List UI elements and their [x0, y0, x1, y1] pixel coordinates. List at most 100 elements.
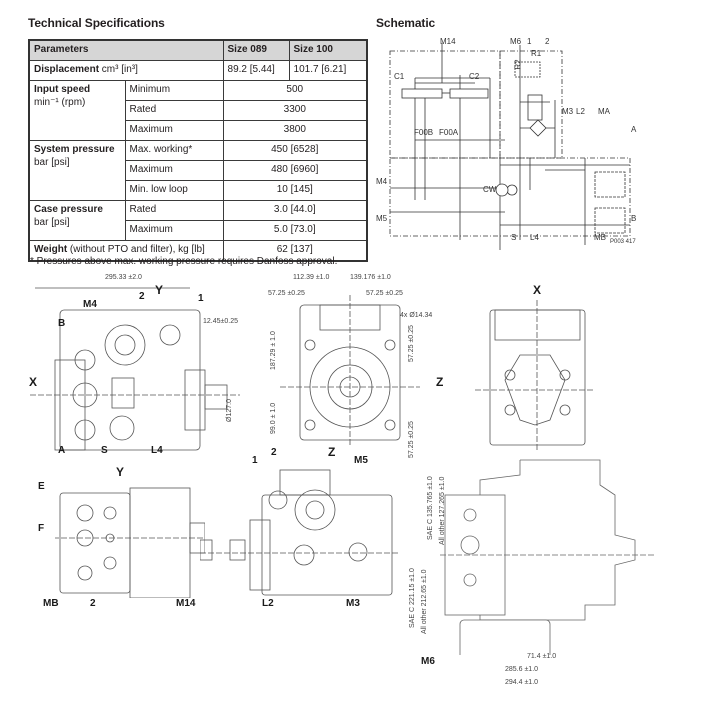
case-pressure-unit: bar [psi] [34, 217, 70, 228]
dim-left-2: 57.25 ±0.25 [268, 290, 305, 297]
header-size-100: Size 100 [288, 39, 368, 61]
schematic-label-m6: M6 [510, 37, 522, 46]
technical-specifications-heading: Technical Specifications [28, 16, 165, 30]
schematic-label-f00a: F00A [439, 128, 459, 137]
dim-all-other-1: All other 127.265 ±1.0 [439, 476, 446, 545]
schematic-label-m4: M4 [376, 177, 388, 186]
header-size-089: Size 089 [222, 39, 290, 61]
weight-label: Weight [34, 244, 68, 255]
port-label-m4: M4 [83, 299, 97, 310]
view-arrow-z: Z [436, 375, 444, 389]
schematic-label-m3: M3 [562, 107, 574, 116]
dim-vertical-1: 57.25 ±0.25 [408, 325, 415, 362]
row-value: 500 [222, 80, 368, 101]
row-name: Min. low loop [124, 180, 224, 201]
pump-opposite-side-view-drawing [200, 469, 400, 596]
schematic-label-r1: R1 [531, 49, 542, 58]
schematic-label-mb: MB [594, 233, 606, 242]
schematic-label-c2: C2 [469, 72, 480, 81]
system-pressure-unit: bar [psi] [34, 157, 70, 168]
input-speed-unit: min⁻¹ (rpm) [34, 97, 86, 108]
schematic-figure-id: P003 417 [610, 239, 636, 245]
row-value: 3.0 [44.0] [222, 200, 368, 221]
dim-height-top: 187.29 ± 1.0 [270, 331, 277, 370]
dim-width: 295.33 ±2.0 [105, 274, 142, 281]
view-arrow-y: Y [155, 283, 164, 297]
port-label-m14: M14 [176, 598, 196, 609]
table-row: Rated 3300 [29, 100, 368, 121]
port-label-1: 1 [198, 293, 204, 304]
view-arrow-x: X [29, 375, 38, 389]
dim-sae-c-2: SAE C 221.15 ±1.0 [409, 568, 416, 628]
table-row: Maximum 3800 [29, 120, 368, 141]
table-row: Min. low loop 10 [145] [29, 180, 368, 201]
row-value: 480 [6960] [222, 160, 368, 181]
row-name: Rated [124, 100, 224, 121]
schematic-label-c1: C1 [394, 72, 405, 81]
row-value: 3800 [222, 120, 368, 141]
row-value: 5.0 [73.0] [222, 220, 368, 241]
port-label-m6: M6 [421, 656, 435, 667]
schematic-label-m5: M5 [376, 214, 388, 223]
pump-with-filter-view-drawing [440, 459, 655, 655]
schematic-label-ma: MA [598, 107, 610, 116]
table-row-displacement: Displacement cm³ [in³] 89.2 [5.44] 101.7… [28, 60, 368, 81]
displacement-label: Displacement [34, 64, 100, 75]
row-name: Maximum [124, 160, 224, 181]
table-row: Input speed min⁻¹ (rpm) Minimum 500 [28, 80, 368, 141]
dim-right-2: 57.25 ±0.25 [366, 290, 403, 297]
dim-right: 139.176 ±1.0 [350, 274, 391, 281]
table-row: Maximum 5.0 [73.0] [29, 220, 368, 241]
displacement-size-100: 101.7 [6.21] [288, 60, 368, 81]
port-label-l4: L4 [151, 445, 163, 456]
pump-top-view-drawing [55, 487, 205, 598]
table-header-row: Parameters Size 089 Size 100 [28, 39, 368, 61]
row-name: Minimum [124, 80, 224, 101]
row-value: 3300 [222, 100, 368, 121]
displacement-size-089: 89.2 [5.44] [222, 60, 290, 81]
dim-offset: 12.45±0.25 [203, 318, 238, 325]
dim-71-4: 71.4 ±1.0 [527, 653, 557, 660]
port-label-m3: M3 [346, 598, 360, 609]
dim-left: 112.39 ±1.0 [293, 274, 330, 281]
dim-285-6: 285.6 ±1.0 [505, 666, 539, 673]
port-label-1-opposite: 1 [252, 455, 258, 466]
weight-unit: (without PTO and filter), kg [lb] [67, 244, 205, 255]
pump-side-view-drawing [30, 287, 240, 451]
footnote: * Pressures above max. working pressure … [30, 256, 338, 267]
schematic-label-l4: L4 [530, 233, 539, 242]
table-row: System pressure bar [psi] Max. working* 4… [28, 140, 368, 201]
port-label-2-opposite: 2 [271, 447, 277, 458]
view-label-y: Y [116, 465, 125, 479]
dim-height-bottom: 99.0 ± 1.0 [270, 402, 277, 434]
schematic-label-b: B [631, 214, 637, 223]
schematic-label-s: S [511, 233, 517, 242]
table-row-weight: Weight (without PTO and filter), kg [lb]… [28, 240, 368, 262]
system-pressure-label: System pressure [34, 144, 115, 155]
schematic-label-port-2: 2 [545, 37, 550, 46]
port-label-e: E [38, 481, 45, 492]
port-label-2: 2 [139, 291, 145, 302]
schematic-label-a: A [631, 125, 637, 134]
dim-294-4: 294.4 ±1.0 [505, 679, 539, 686]
row-name: Max. working* [124, 140, 224, 161]
hydraulic-schematic [389, 43, 631, 250]
row-name: Rated [124, 200, 224, 221]
view-label-x: X [533, 283, 542, 297]
row-value: 10 [145] [222, 180, 368, 201]
dim-sae-c-1: SAE C 135.765 ±1.0 [427, 476, 434, 540]
input-speed-label: Input speed [34, 84, 91, 95]
port-label-b: B [58, 318, 66, 329]
displacement-unit: cm³ [in³] [99, 64, 138, 75]
weight-value: 62 [137] [222, 240, 368, 262]
port-label-f: F [38, 523, 45, 534]
schematic-label-cw: CW [483, 185, 497, 194]
port-label-s: S [101, 445, 108, 456]
schematic-label-r2: R2 [513, 59, 523, 70]
row-name: Maximum [124, 120, 224, 141]
schematic-label-m14: M14 [440, 37, 456, 46]
schematic-heading: Schematic [376, 16, 436, 30]
dim-vertical-2: 57.25 ±0.25 [408, 421, 415, 458]
port-label-m5: M5 [354, 455, 368, 466]
port-label-mb: MB [43, 598, 59, 609]
